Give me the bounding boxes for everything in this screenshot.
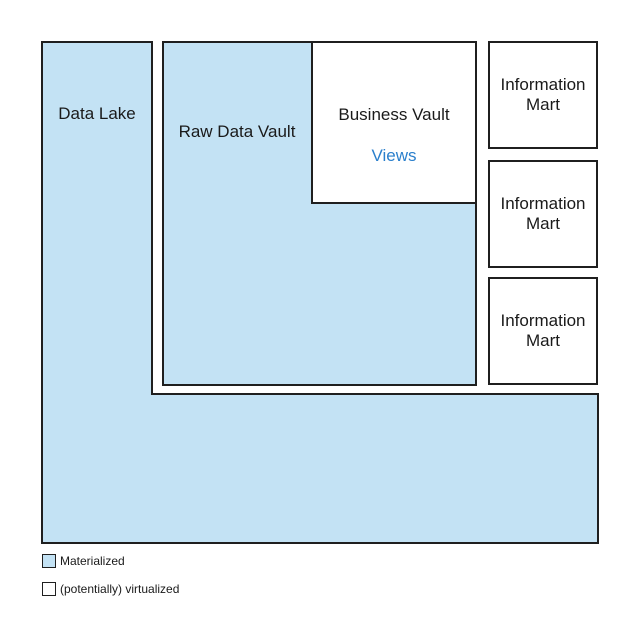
legend-item-materialized: Materialized (42, 554, 125, 568)
information-mart-label: Information Mart (500, 311, 586, 350)
information-mart-label: Information Mart (500, 75, 586, 114)
potentially-virtualized-swatch (42, 582, 56, 596)
information-mart-box-1: Information Mart (488, 41, 598, 149)
raw-data-vault-label: Raw Data Vault (178, 122, 296, 141)
data-lake-label: Data Lake (58, 104, 136, 123)
business-vault-views-label: Views (371, 146, 417, 165)
business-vault-label: Business Vault (338, 105, 450, 124)
information-mart-box-2: Information Mart (488, 160, 598, 268)
legend-label-virtualized: (potentially) virtualized (60, 582, 180, 596)
information-mart-label: Information Mart (500, 194, 586, 233)
business-vault-box (311, 41, 477, 204)
materialized-swatch (42, 554, 56, 568)
legend-item-virtualized: (potentially) virtualized (42, 582, 179, 596)
legend-label-materialized: Materialized (60, 554, 125, 568)
information-mart-box-3: Information Mart (488, 277, 598, 385)
